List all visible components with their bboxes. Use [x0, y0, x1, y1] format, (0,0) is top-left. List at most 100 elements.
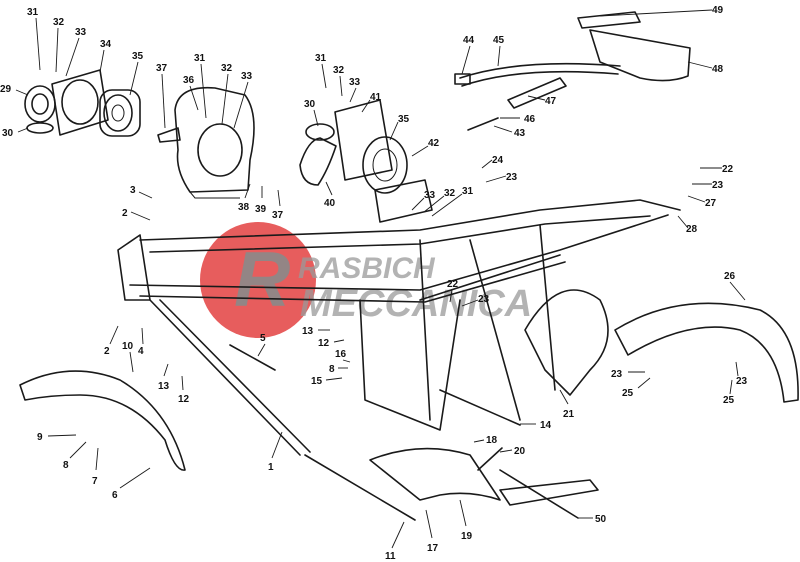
callout-5: 5	[260, 333, 266, 344]
callout-11: 11	[385, 551, 396, 562]
callout-8a: 8	[329, 364, 335, 375]
callout-27: 27	[705, 198, 717, 209]
frame-top-tube-upper	[139, 199, 681, 241]
callout-49: 49	[712, 5, 724, 16]
tail-section	[454, 11, 691, 131]
callout-45: 45	[493, 35, 505, 46]
callout-2a: 2	[122, 208, 128, 219]
callout-23d: 23	[611, 369, 623, 380]
callout-1: 1	[268, 462, 274, 473]
callouts: 31 32 33 34 35 29 30 37 36 31 32 33 38 3…	[0, 5, 748, 562]
clamp-30	[305, 123, 335, 141]
front-fender-6	[19, 370, 186, 471]
bolt-5	[229, 344, 276, 371]
callout-4: 4	[138, 346, 144, 357]
callout-24: 24	[492, 155, 504, 166]
callout-33a: 33	[75, 27, 87, 38]
callout-16: 16	[335, 349, 347, 360]
callout-12b: 12	[178, 394, 190, 405]
callout-3: 3	[130, 185, 136, 196]
callout-33d: 33	[424, 190, 436, 201]
callout-37b: 37	[272, 210, 284, 221]
callout-19: 19	[461, 531, 473, 542]
steering-head	[117, 234, 151, 301]
cover-42	[374, 179, 433, 223]
callout-30b: 30	[304, 99, 316, 110]
air-filter-centre	[299, 99, 433, 223]
callout-31d: 31	[462, 186, 474, 197]
callout-32b: 32	[221, 63, 233, 74]
callout-23e: 23	[736, 376, 748, 387]
callout-25b: 25	[723, 395, 735, 406]
callout-31a: 31	[27, 7, 39, 18]
bracket-37	[157, 127, 181, 143]
handle-rail-45	[459, 62, 621, 79]
filter-cover-34	[51, 69, 109, 136]
callout-33c: 33	[349, 77, 361, 88]
end-cap-44	[454, 73, 471, 85]
callout-46: 46	[524, 114, 536, 125]
air-box-36	[157, 86, 255, 199]
callout-30a: 30	[2, 128, 14, 139]
callout-23c: 23	[478, 294, 490, 305]
callout-13a: 13	[302, 326, 314, 337]
long-bolt-11	[304, 454, 416, 521]
callout-21: 21	[563, 409, 575, 420]
callout-37a: 37	[156, 63, 168, 74]
stand-lever-20	[499, 479, 599, 506]
callout-40: 40	[324, 198, 336, 209]
callout-6: 6	[112, 490, 118, 501]
callout-26: 26	[724, 271, 736, 282]
callout-47: 47	[545, 96, 557, 107]
watermark: R RASBICH MECCANICA	[200, 222, 532, 338]
seat-tray-48	[589, 29, 691, 82]
callout-35a: 35	[132, 51, 144, 62]
callout-18: 18	[486, 435, 498, 446]
housing-41	[334, 99, 393, 181]
callout-39: 39	[255, 204, 267, 215]
watermark-line1: RASBICH	[298, 252, 436, 285]
callout-8b: 8	[63, 460, 69, 471]
spring-43	[467, 117, 499, 131]
callout-41: 41	[370, 92, 382, 103]
callout-15: 15	[311, 376, 323, 387]
callout-50: 50	[595, 514, 607, 525]
callout-2b: 2	[104, 346, 110, 357]
callout-31c: 31	[315, 53, 327, 64]
tail-panel-49	[577, 11, 641, 29]
strut-47	[507, 77, 567, 109]
bolt-14	[439, 389, 521, 426]
callout-34: 34	[100, 39, 112, 50]
callout-25a: 25	[622, 388, 634, 399]
callout-13b: 13	[158, 381, 170, 392]
watermark-logo-circle	[200, 222, 316, 338]
rear-fender-26	[614, 302, 799, 403]
callout-38: 38	[238, 202, 250, 213]
center-stand-19	[369, 447, 599, 506]
bolt-50	[499, 469, 579, 519]
main-frame	[117, 199, 681, 456]
callout-43: 43	[514, 128, 526, 139]
frame-rear-section	[359, 299, 461, 431]
callout-28: 28	[686, 224, 698, 235]
air-filter-left	[24, 69, 141, 137]
callout-10: 10	[122, 341, 134, 352]
callout-14: 14	[540, 420, 552, 431]
callout-31b: 31	[194, 53, 206, 64]
callout-22b: 22	[447, 279, 459, 290]
callout-32a: 32	[53, 17, 65, 28]
callout-36: 36	[183, 75, 195, 86]
inner-fender-21	[524, 289, 609, 396]
callout-23b: 23	[712, 180, 724, 191]
callout-12a: 12	[318, 338, 330, 349]
down-tube-1	[149, 299, 301, 456]
callout-7: 7	[92, 476, 98, 487]
callout-20: 20	[514, 446, 526, 457]
filter-element-35	[99, 89, 141, 137]
callout-22a: 22	[722, 164, 734, 175]
callout-17: 17	[427, 543, 439, 554]
filter-element-35b	[362, 136, 408, 194]
hose-clamp-30	[26, 122, 54, 134]
